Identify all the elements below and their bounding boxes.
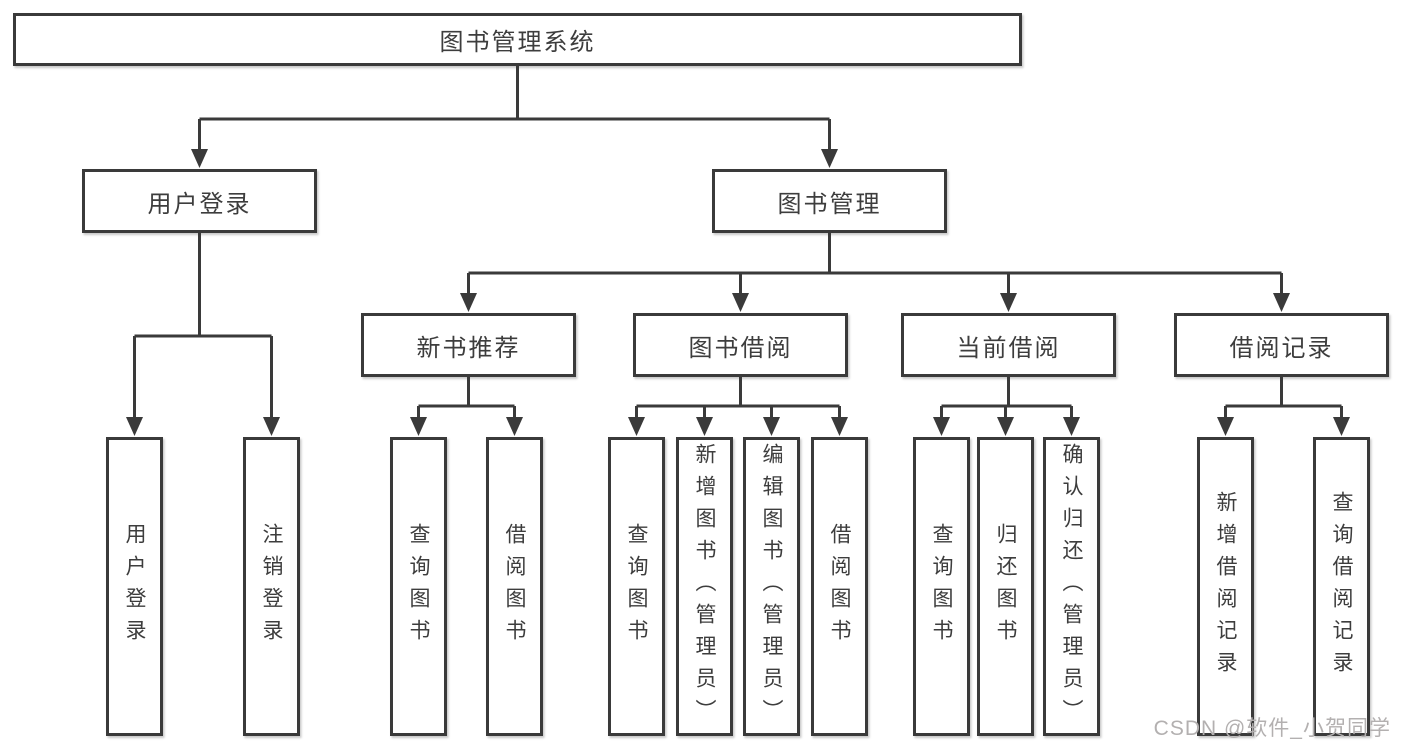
- leaf-label: 查询借阅记录: [1330, 490, 1353, 683]
- leaf-label: 用户登录: [123, 522, 146, 651]
- leaf-query-books-borrow: 查询图书: [608, 437, 665, 736]
- leaf-add-books-admin: 新增图书（管理员）: [676, 437, 733, 736]
- leaf-label: 查询图书: [930, 522, 953, 651]
- leaf-label: 新增借阅记录: [1214, 490, 1237, 683]
- node-label: 当前借阅: [956, 334, 1061, 362]
- leaf-borrow-books-recommend: 借阅图书: [486, 437, 543, 736]
- leaf-label: 新增图书（管理员）: [693, 442, 716, 731]
- leaf-logout: 注销登录: [243, 437, 300, 736]
- node-label: 图书管理系统: [439, 29, 596, 56]
- leaf-confirm-return-admin: 确认归还（管理员）: [1043, 437, 1100, 736]
- leaf-query-books-recommend: 查询图书: [390, 437, 447, 736]
- leaf-label: 借阅图书: [503, 522, 526, 651]
- node-label: 图书管理: [777, 190, 882, 218]
- node-new-book-recommend: 新书推荐: [361, 313, 576, 377]
- leaf-edit-books-admin: 编辑图书（管理员）: [743, 437, 800, 736]
- leaf-label: 编辑图书（管理员）: [760, 442, 783, 731]
- csdn-watermark: CSDN @软件_小贺同学: [1153, 717, 1391, 740]
- leaf-label: 确认归还（管理员）: [1060, 442, 1083, 731]
- leaf-label: 查询图书: [625, 522, 648, 651]
- leaf-add-borrow-record: 新增借阅记录: [1197, 437, 1254, 736]
- node-current-borrow: 当前借阅: [901, 313, 1116, 377]
- leaf-query-borrow-record: 查询借阅记录: [1313, 437, 1370, 736]
- leaf-user-login: 用户登录: [106, 437, 163, 736]
- node-user-login: 用户登录: [82, 169, 317, 233]
- leaf-borrow-books: 借阅图书: [811, 437, 868, 736]
- leaf-label: 借阅图书: [828, 522, 851, 651]
- leaf-label: 归还图书: [994, 522, 1017, 651]
- leaf-label: 查询图书: [407, 522, 430, 651]
- node-library-management-system: 图书管理系统: [13, 13, 1022, 66]
- node-borrow-records: 借阅记录: [1174, 313, 1389, 377]
- leaf-query-books-current: 查询图书: [913, 437, 970, 736]
- node-label: 图书借阅: [688, 334, 793, 362]
- node-label: 新书推荐: [416, 334, 521, 362]
- node-book-management: 图书管理: [712, 169, 947, 233]
- node-label: 借阅记录: [1229, 334, 1334, 362]
- node-label: 用户登录: [147, 190, 252, 218]
- node-book-borrow: 图书借阅: [633, 313, 848, 377]
- leaf-label: 注销登录: [260, 522, 283, 651]
- leaf-return-books: 归还图书: [977, 437, 1034, 736]
